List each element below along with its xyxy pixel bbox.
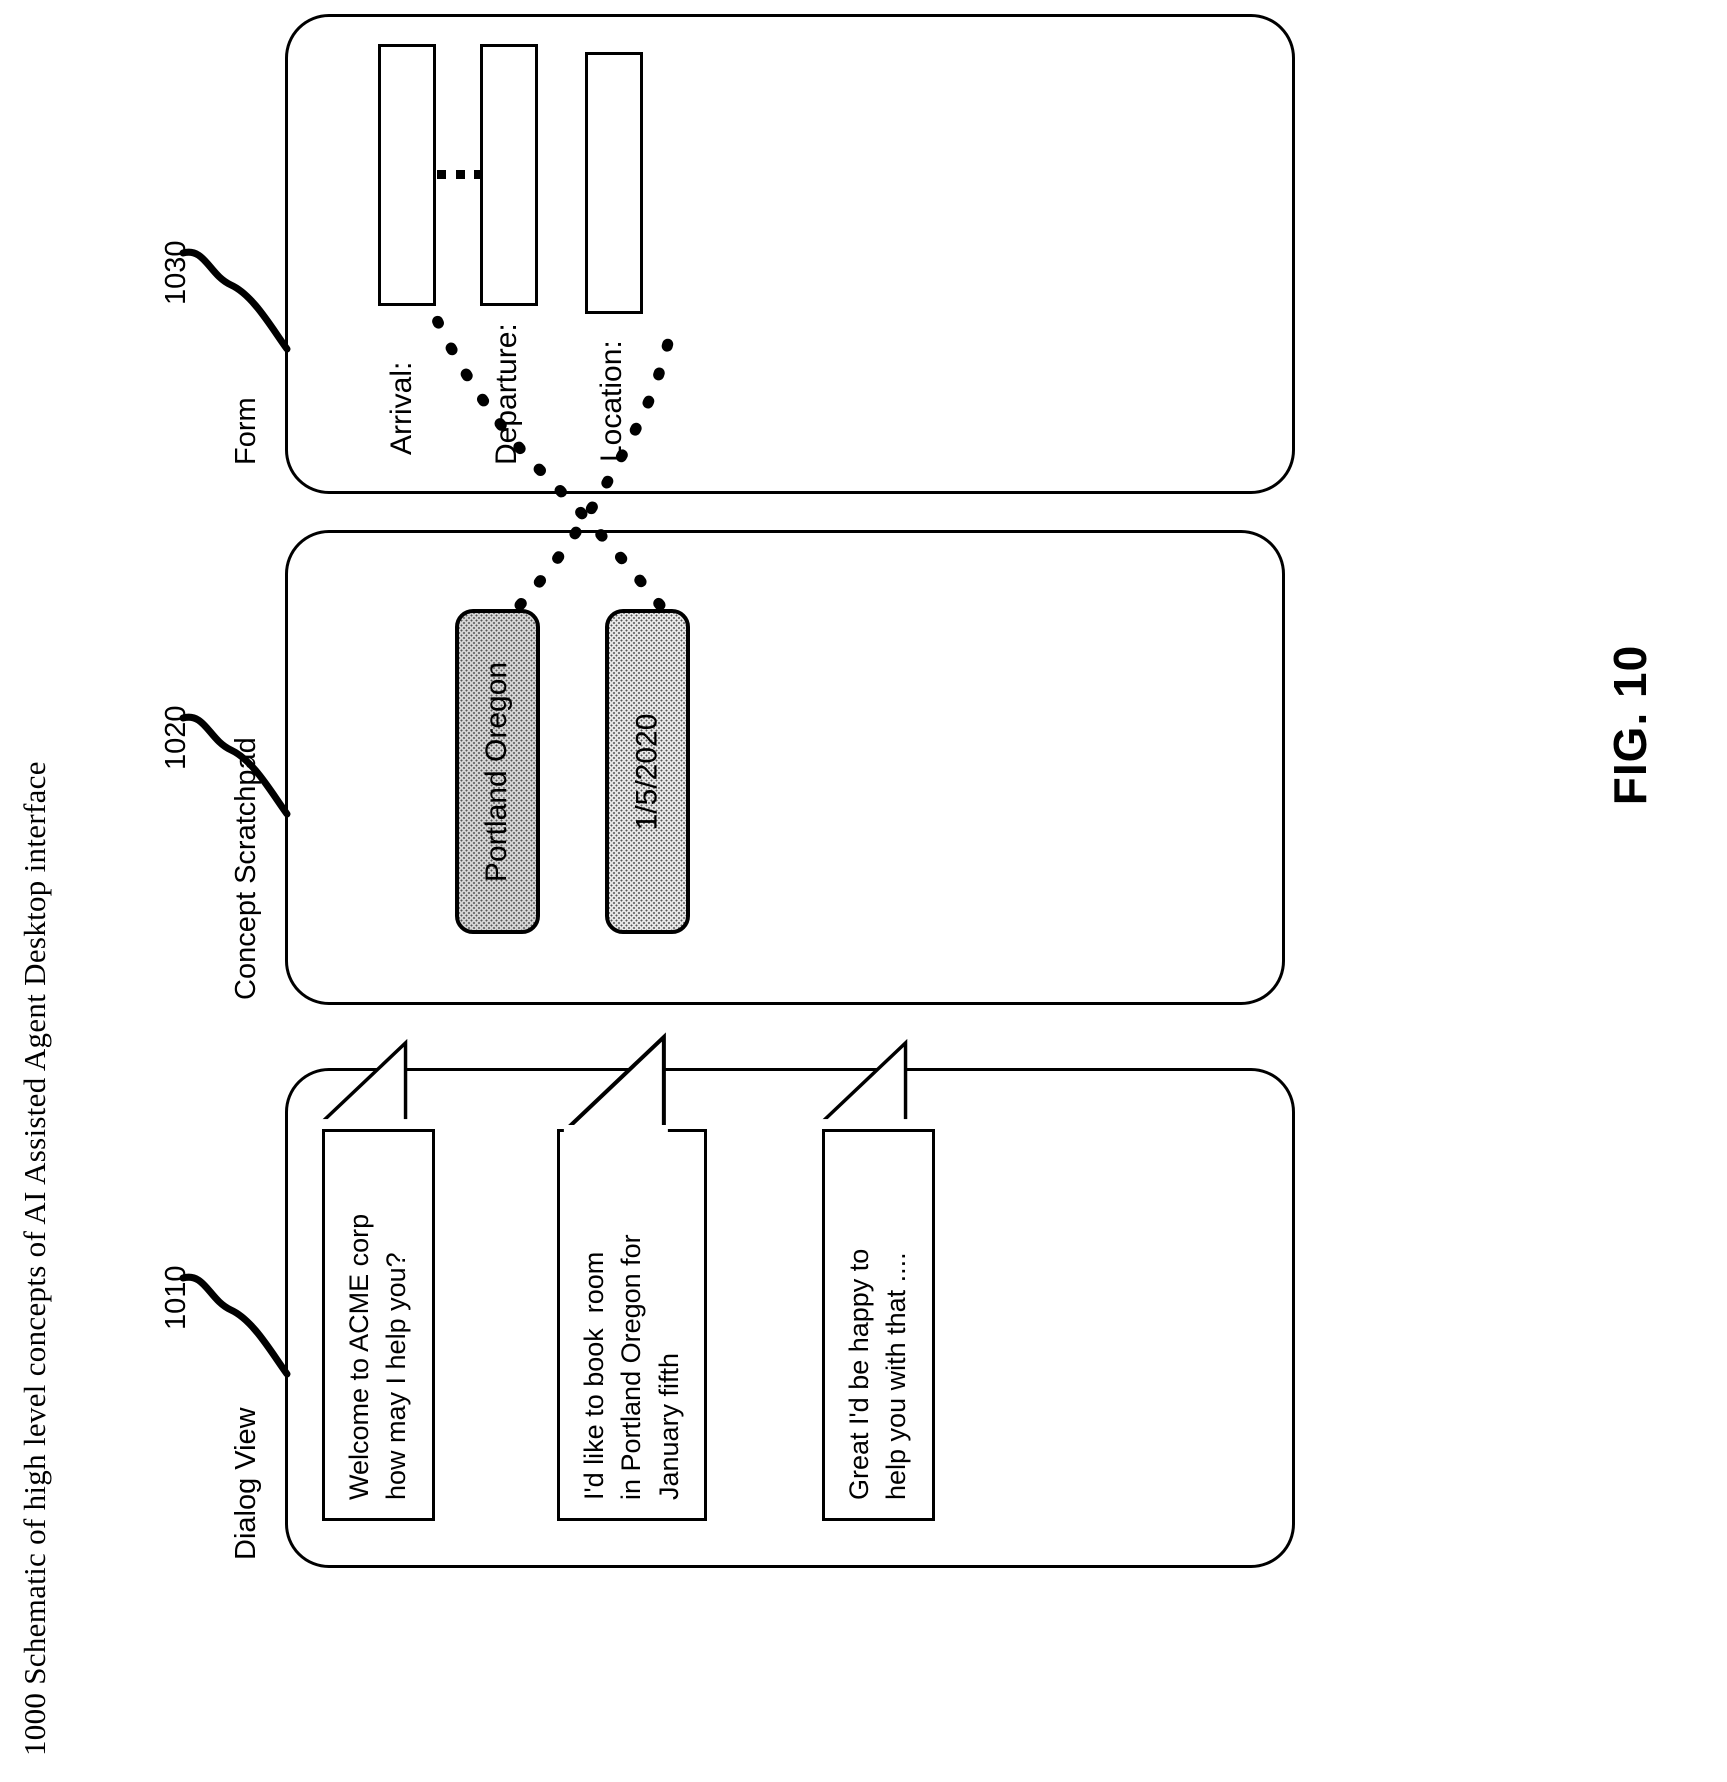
form-label-arrival: Arrival: [385,361,418,455]
scratchpad-chip-date-label: 1/5/2020 [630,713,664,830]
field-ellipsis-icon [437,170,483,179]
dialog-panel [285,1068,1295,1568]
scratchpad-panel [285,530,1285,1005]
dialog-message-2-text: I'd like to book room in Portland Oregon… [557,1129,707,1521]
dialog-message-1-text: Welcome to ACME corp how may I help you? [322,1129,435,1521]
form-panel [285,14,1295,494]
scratchpad-chip-date[interactable]: 1/5/2020 [605,609,690,934]
reference-numeral-1020: 1020 [160,705,192,770]
reference-numeral-1010: 1010 [160,1265,192,1330]
figure-caption: FIG. 10 [1604,644,1656,806]
reference-numeral-1030: 1030 [160,240,192,305]
form-panel-label: Form [230,397,262,465]
dialog-panel-label: Dialog View [230,1407,262,1560]
dialog-message-2: I'd like to book room in Portland Oregon… [557,1032,707,1521]
scratchpad-panel-label: Concept Scratchpad [230,737,262,1000]
dialog-message-3-text: Great I'd be happy to help you with that… [822,1129,935,1521]
leader-line-1010 [179,1273,291,1378]
figure-title: 1000 Schematic of high level concepts of… [17,761,52,1756]
form-field-departure[interactable] [480,44,538,306]
dialog-message-1: Welcome to ACME corp how may I help you? [319,1038,435,1521]
leader-line-1030 [179,248,291,353]
speech-bubble-tail-icon [819,1038,909,1126]
scratchpad-chip-location-label: Portland Oregon [480,661,514,882]
scratchpad-chip-location[interactable]: Portland Oregon [455,609,540,934]
form-label-location: Location: [595,340,628,462]
speech-bubble-tail-icon [563,1032,668,1133]
form-field-arrival[interactable] [378,44,436,306]
dialog-message-3: Great I'd be happy to help you with that… [819,1038,935,1521]
speech-bubble-tail-icon [319,1038,409,1126]
form-label-departure: Departure: [490,323,523,465]
form-field-location[interactable] [585,52,643,314]
